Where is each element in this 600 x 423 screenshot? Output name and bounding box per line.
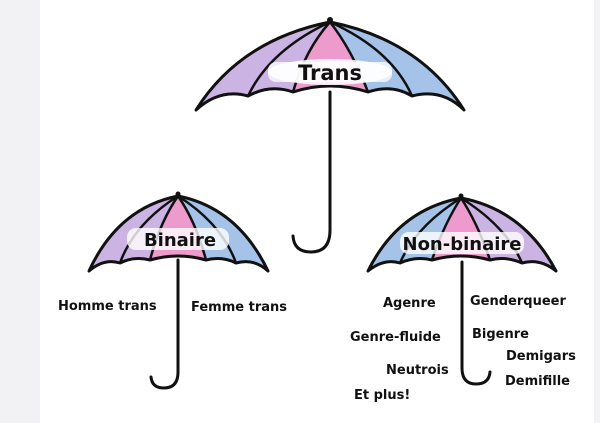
- term-demifille: Demifille: [505, 374, 570, 389]
- umbrella-non-binaire-label-bg: [400, 232, 524, 254]
- canopy-panel: [196, 22, 330, 110]
- canopy-panel: [330, 22, 412, 96]
- term-neutrois: Neutrois: [386, 363, 449, 378]
- umbrella-binaire-handle: [149, 258, 180, 390]
- term-genre-fluide: Genre-fluide: [350, 330, 441, 345]
- umbrella-trans: Trans: [194, 17, 466, 254]
- term-femme-trans: Femme trans: [191, 300, 287, 315]
- term-agenre: Agenre: [383, 296, 436, 311]
- term-homme-trans: Homme trans: [58, 299, 157, 314]
- right-margin-strip: [594, 0, 600, 423]
- term-bigenre: Bigenre: [472, 327, 529, 342]
- umbrella-trans-label: Trans: [298, 61, 362, 85]
- umbrella-binaire-label: Binaire: [144, 230, 216, 251]
- umbrella-non-binaire-handle: [460, 260, 492, 386]
- canopy-panel: [248, 22, 330, 96]
- canopy-panel: [330, 22, 464, 110]
- umbrella-non-binaire: Non-binaire: [366, 193, 558, 386]
- umbrella-trans-handle: [291, 90, 332, 254]
- umbrella-binaire-label-bg: [127, 228, 229, 250]
- umbrella-binaire: Binaire: [87, 191, 270, 390]
- umbrella-non-binaire-label: Non-binaire: [403, 234, 522, 255]
- left-margin-strip: [0, 0, 40, 423]
- term-demigars: Demigars: [506, 349, 576, 364]
- umbrella-trans-label-bg: [268, 59, 392, 85]
- term-et-plus: Et plus!: [354, 388, 411, 403]
- term-genderqueer: Genderqueer: [470, 294, 566, 309]
